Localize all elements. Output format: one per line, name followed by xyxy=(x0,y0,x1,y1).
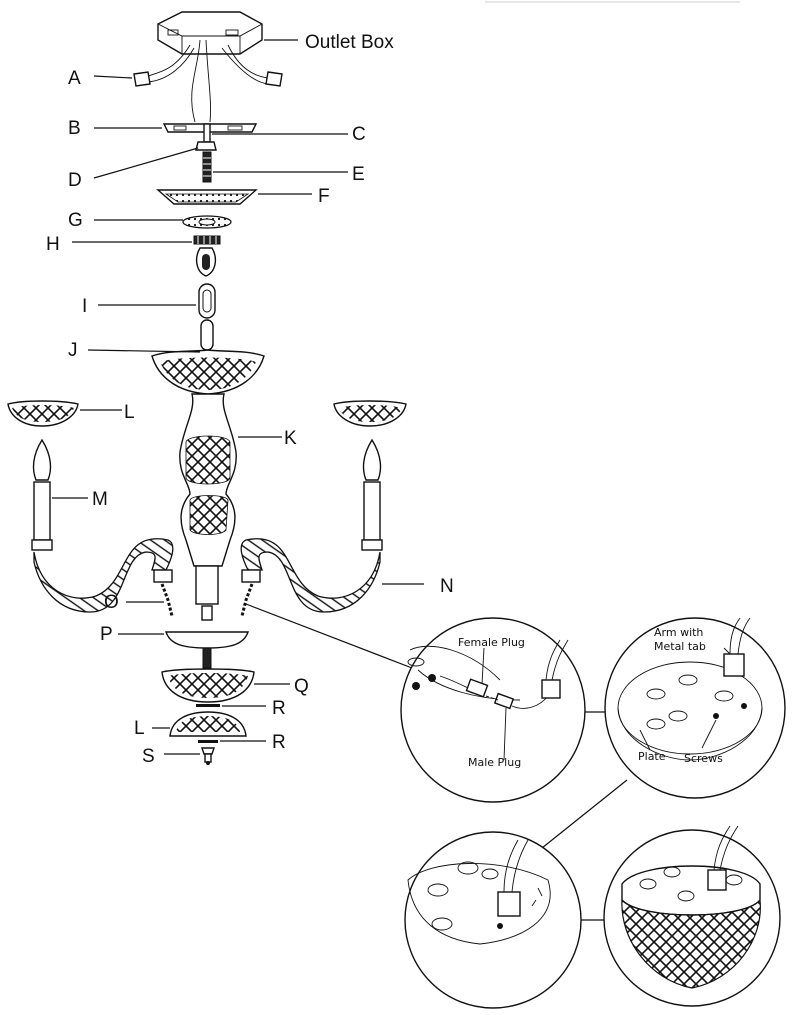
outlet-box xyxy=(157,11,263,55)
female-plug-label: Female Plug xyxy=(458,636,525,649)
label-l-top: L xyxy=(124,402,135,423)
detail-plate xyxy=(604,617,786,799)
label-j: J xyxy=(68,340,78,361)
locking-nut xyxy=(195,141,217,151)
label-c: C xyxy=(352,124,366,145)
detail-assembled-bowl xyxy=(603,825,781,1007)
label-outlet-box: Outlet Box xyxy=(305,32,394,53)
threaded-pipe xyxy=(203,123,211,143)
plate-label: Plate xyxy=(638,750,666,763)
arm-left xyxy=(33,538,174,613)
label-i: I xyxy=(82,296,87,317)
label-b: B xyxy=(68,118,81,139)
label-d: D xyxy=(68,170,82,191)
candle-left xyxy=(31,438,53,551)
canopy xyxy=(156,189,258,205)
chain xyxy=(195,247,217,351)
canopy-ring xyxy=(182,215,232,229)
label-n: N xyxy=(440,576,454,597)
arm-connectors xyxy=(160,583,254,617)
center-column xyxy=(179,393,237,605)
label-m: M xyxy=(92,489,108,510)
label-a: A xyxy=(68,68,81,89)
male-plug-label: Male Plug xyxy=(468,756,521,769)
hex-nipple xyxy=(202,151,212,183)
arm-metal-tab-label-1: Arm with xyxy=(654,626,703,639)
detail-plugs xyxy=(400,617,586,803)
arm-metal-tab-label-2: Metal tab xyxy=(654,640,706,653)
candle-right xyxy=(361,438,383,551)
screws-label: Screws xyxy=(684,752,723,765)
label-q: Q xyxy=(294,676,309,697)
label-o: O xyxy=(104,592,119,613)
label-s: S xyxy=(142,746,155,767)
washer-lower xyxy=(198,740,218,743)
bottom-crystal-cap xyxy=(169,711,247,737)
supply-wires xyxy=(133,39,283,123)
washer-upper xyxy=(196,704,220,707)
label-l-lower: L xyxy=(134,718,145,739)
label-e: E xyxy=(352,164,365,185)
label-r-upper: R xyxy=(272,698,286,719)
bobeche-left xyxy=(7,400,79,427)
top-crystal-bowl xyxy=(151,349,265,395)
loop-nut xyxy=(193,235,221,245)
label-g: G xyxy=(68,210,83,231)
bobeche-right xyxy=(333,400,407,427)
bottom-plate xyxy=(165,605,249,649)
arm-right xyxy=(240,538,381,613)
label-p: P xyxy=(100,624,113,645)
bottom-crystal-bowl xyxy=(161,668,255,703)
label-f: F xyxy=(318,186,330,207)
label-k: K xyxy=(284,428,297,449)
label-h: H xyxy=(46,234,60,255)
bottom-threaded-rod xyxy=(202,647,212,669)
detail-arm-plate xyxy=(404,831,582,1009)
label-r-lower: R xyxy=(272,732,286,753)
finial xyxy=(201,747,215,765)
